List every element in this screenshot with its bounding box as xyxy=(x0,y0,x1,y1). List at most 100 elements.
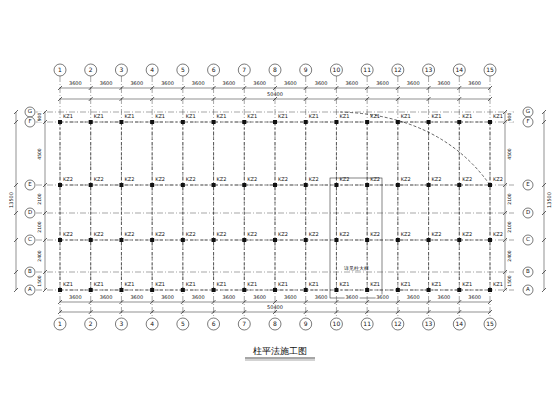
column-tag: KZ1 xyxy=(94,282,104,287)
dimension-tick xyxy=(14,120,18,124)
column-tag: KZ2 xyxy=(339,232,349,237)
beam-line xyxy=(152,122,153,290)
dimension-text: 2100 xyxy=(38,220,43,233)
column xyxy=(334,238,338,242)
dimension-tick xyxy=(242,310,246,314)
column xyxy=(58,120,62,124)
beam-line xyxy=(60,122,61,290)
column-tag: KZ1 xyxy=(94,114,104,119)
column xyxy=(89,288,93,292)
column-tag: KZ2 xyxy=(370,177,380,182)
column-tag: KZ1 xyxy=(432,114,442,119)
column xyxy=(457,120,461,124)
dimension-text: 3600 xyxy=(406,295,421,300)
axis-number: 5 xyxy=(181,321,185,327)
axis-bubble xyxy=(300,64,312,76)
axis-bubble xyxy=(85,64,97,76)
column-tag: KZ2 xyxy=(401,177,411,182)
axis-number: 10 xyxy=(333,321,341,327)
dimension-tick xyxy=(212,310,216,314)
axis-number: 10 xyxy=(333,67,341,73)
dimension-tick xyxy=(396,310,400,314)
axis-number: 13 xyxy=(425,321,433,327)
beam-line xyxy=(490,122,491,290)
dimension-text: 3600 xyxy=(344,295,359,300)
column-tag: KZ2 xyxy=(63,177,73,182)
column-tag: KZ1 xyxy=(63,282,73,287)
column-tag: KZ1 xyxy=(493,282,503,287)
column xyxy=(119,183,123,187)
dimension-tick xyxy=(304,86,308,90)
column xyxy=(396,238,400,242)
drawing-caption: 柱平法施工图 xyxy=(253,347,307,356)
axis-letter: A xyxy=(526,287,530,293)
dimension-text: 3600 xyxy=(99,295,114,300)
axis-bubble xyxy=(330,318,342,330)
column xyxy=(273,238,277,242)
axis-number: 1 xyxy=(58,67,62,73)
column-tag: KZ2 xyxy=(432,177,442,182)
axis-line xyxy=(213,76,214,318)
column xyxy=(334,183,338,187)
dimension-tick xyxy=(43,238,47,242)
column xyxy=(273,288,277,292)
dimension-tick xyxy=(43,211,47,215)
axis-bubble xyxy=(25,117,35,127)
axis-bubble xyxy=(392,318,404,330)
axis-line xyxy=(121,76,122,318)
column-tag: KZ1 xyxy=(278,114,288,119)
dimension-text: 3600 xyxy=(314,81,329,86)
dimension-text: 2100 xyxy=(508,192,513,205)
axis-bubble xyxy=(453,64,465,76)
dimension-line xyxy=(45,112,46,290)
dimension-text: 3600 xyxy=(406,81,421,86)
dimension-tick xyxy=(119,86,123,90)
dimension-tick xyxy=(89,310,93,314)
column-tag: KZ1 xyxy=(309,282,319,287)
dimension-tick xyxy=(119,310,123,314)
beam-line xyxy=(244,122,245,290)
axis-bubble xyxy=(523,180,533,190)
axis-bubble xyxy=(54,64,66,76)
axis-bubble xyxy=(523,208,533,218)
column xyxy=(242,120,246,124)
beam-line xyxy=(121,122,122,290)
dimension-tick xyxy=(457,300,461,304)
column-tag: KZ2 xyxy=(370,232,380,237)
dimension-tick xyxy=(14,211,18,215)
dimension-tick xyxy=(457,310,461,314)
axis-line xyxy=(182,76,183,318)
axis-bubble xyxy=(523,285,533,295)
dimension-tick xyxy=(503,270,507,274)
dimension-text: 3600 xyxy=(68,295,83,300)
dimension-text: 900 xyxy=(508,112,513,123)
column-tag: KZ1 xyxy=(401,282,411,287)
axis-number: 15 xyxy=(486,321,494,327)
dimension-tick xyxy=(43,270,47,274)
axis-number: 13 xyxy=(425,67,433,73)
axis-number: 9 xyxy=(304,67,308,73)
dimension-line xyxy=(505,112,506,290)
column xyxy=(89,120,93,124)
axis-line xyxy=(490,76,491,318)
axis-letter: G xyxy=(28,109,32,115)
dimension-tick xyxy=(503,288,507,292)
axis-number: 15 xyxy=(486,67,494,73)
dimension-text: 2100 xyxy=(508,220,513,233)
column xyxy=(427,120,431,124)
axis-bubble xyxy=(423,318,435,330)
dimension-text: 3600 xyxy=(252,81,267,86)
column-tag: KZ2 xyxy=(432,232,442,237)
column-tag: KZ1 xyxy=(124,282,134,287)
dimension-tick xyxy=(119,300,123,304)
column-tag: KZ2 xyxy=(186,232,196,237)
column-tag: KZ2 xyxy=(462,177,472,182)
column-tag: KZ2 xyxy=(493,232,503,237)
axis-letter: D xyxy=(526,210,530,216)
axis-number: 7 xyxy=(242,321,246,327)
column xyxy=(365,120,369,124)
dimension-tick xyxy=(14,270,18,274)
axis-bubble xyxy=(523,235,533,245)
axis-bubble xyxy=(361,64,373,76)
axis-number: 12 xyxy=(394,321,402,327)
